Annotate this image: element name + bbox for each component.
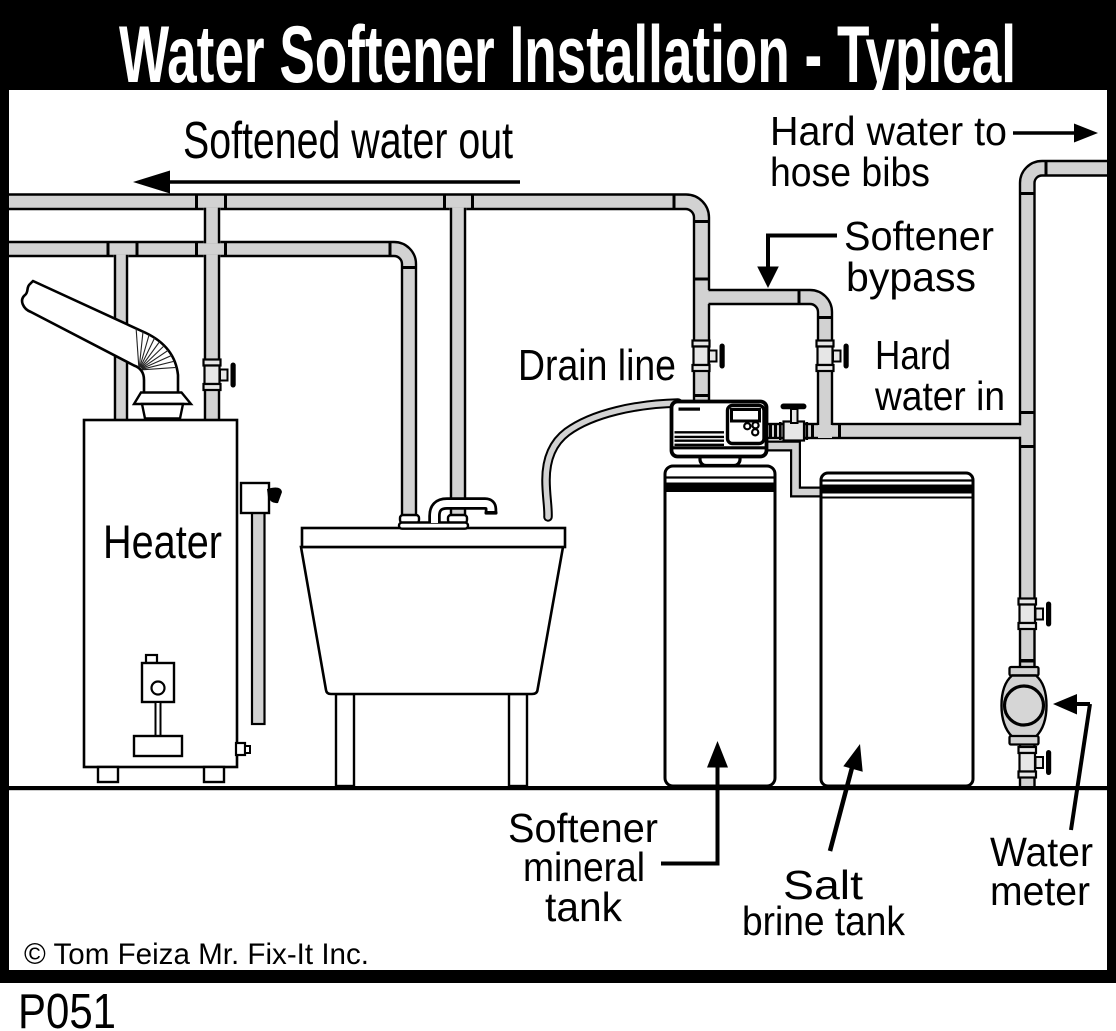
svg-text:Softener: Softener xyxy=(508,805,658,851)
svg-text:bypass: bypass xyxy=(846,254,976,300)
svg-text:tank: tank xyxy=(545,884,622,930)
svg-text:Salt: Salt xyxy=(783,862,864,908)
svg-text:© Tom Feiza Mr. Fix-It Inc.: © Tom Feiza Mr. Fix-It Inc. xyxy=(24,938,369,971)
svg-text:mineral: mineral xyxy=(523,844,645,890)
svg-text:Softened water out: Softened water out xyxy=(183,112,513,170)
svg-text:Water: Water xyxy=(990,829,1093,875)
svg-text:P051: P051 xyxy=(18,985,116,1031)
svg-text:Water Softener Installation -: Water Softener Installation - Typical xyxy=(119,10,1016,100)
svg-text:Hard: Hard xyxy=(875,332,951,378)
svg-text:meter: meter xyxy=(990,868,1090,914)
svg-text:Heater: Heater xyxy=(103,515,222,568)
svg-text:Hard water to: Hard water to xyxy=(770,108,1007,154)
svg-text:Drain line: Drain line xyxy=(518,341,676,390)
svg-text:hose bibs: hose bibs xyxy=(770,149,930,195)
svg-text:water in: water in xyxy=(874,373,1005,419)
svg-text:Softener: Softener xyxy=(844,213,994,259)
svg-text:brine tank: brine tank xyxy=(742,898,905,944)
